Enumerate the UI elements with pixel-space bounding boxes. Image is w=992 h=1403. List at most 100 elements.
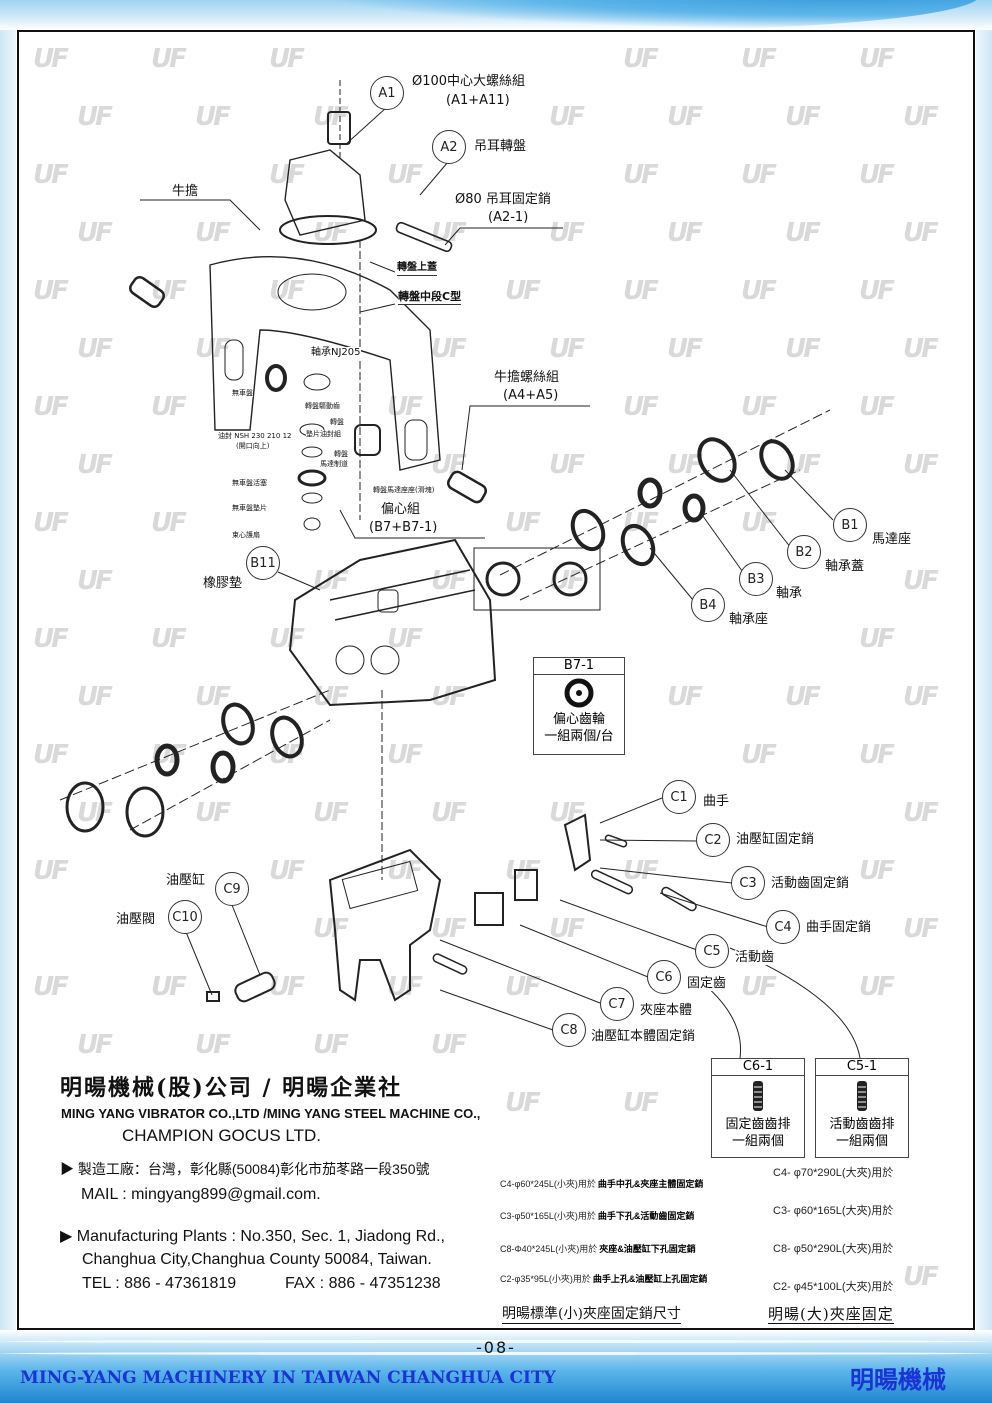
pin-small-use: 曲手下孔&活動齒固定銷 — [597, 1211, 695, 1221]
pin-small-spec: C8-Φ40*245L(小夾)用於 — [500, 1244, 598, 1254]
company-name-zh: 明暘機械(股)公司 / 明暘企業社 — [60, 1075, 403, 1101]
company-name-en-2: CHAMPION GOCUS LTD. — [122, 1126, 321, 1145]
label-small-4: 轉盤 — [330, 418, 344, 426]
uf-watermark: UF — [903, 102, 939, 132]
label-a2-1: Ø80 吊耳固定銷 — [455, 192, 551, 207]
label-eccentric-group: 偏心組 — [381, 502, 421, 517]
pin-small-use: 曲手中孔&夾座主體固定銷 — [597, 1179, 704, 1189]
c3-pin — [590, 869, 634, 895]
label-b4: 軸承座 — [729, 612, 769, 627]
uf-watermark: UF — [505, 1088, 541, 1118]
c7-clamp-body — [328, 848, 442, 1002]
leader-c3 — [599, 867, 733, 884]
uf-watermark: UF — [623, 276, 659, 306]
callout-c3: C3 — [731, 866, 765, 900]
uf-watermark: UF — [33, 856, 69, 886]
callout-b3: B3 — [739, 562, 773, 596]
uf-watermark: UF — [33, 160, 69, 190]
lower-end-cap-2 — [125, 786, 165, 838]
c4-pin — [661, 886, 697, 912]
uf-watermark: UF — [623, 44, 659, 74]
part-ring — [301, 446, 323, 458]
uf-watermark: UF — [77, 450, 113, 480]
part-collar — [303, 517, 321, 531]
uf-watermark: UF — [623, 508, 659, 538]
uf-watermark: UF — [903, 566, 939, 596]
label-small-2: 油封 NSH 230 210 12 — [218, 432, 292, 440]
callout-c4: C4 — [766, 910, 800, 944]
gearbox-hole-2 — [370, 645, 400, 675]
callout-c1: C1 — [662, 780, 696, 814]
a2-lifting-lug — [284, 149, 366, 236]
leader-c6-1 — [704, 984, 742, 1059]
pin-small-row: C2-φ35*95L(小夾)用於曲手上孔&油壓缸上孔固定銷 — [500, 1273, 707, 1285]
callout-c2: C2 — [696, 823, 730, 857]
leader-b1 — [784, 469, 834, 521]
detail-box-c6-1: C6-1 固定齒齒排 一組兩個 — [711, 1058, 805, 1158]
uf-watermark: UF — [77, 682, 113, 712]
uf-watermark: UF — [505, 508, 541, 538]
part-shim — [301, 492, 323, 504]
detail-box-c5-1-line2: 一組兩個 — [835, 1134, 888, 1149]
detail-box-c5-1: C5-1 活動齒齒排 一組兩個 — [815, 1058, 909, 1158]
leader-yoke-bolt — [461, 405, 590, 471]
label-c2: 油壓缸固定銷 — [736, 832, 815, 847]
uf-watermark: UF — [77, 798, 113, 828]
uf-watermark: UF — [77, 218, 113, 248]
label-small-11: 束心護扇 — [232, 531, 260, 539]
left-margin-strip — [0, 30, 16, 1330]
callout-c10: C10 — [168, 900, 202, 934]
uf-watermark: UF — [269, 276, 305, 306]
uf-watermark: UF — [741, 44, 777, 74]
header-band — [0, 0, 992, 30]
watermark-layer: UF UF UF UF UF UF UF UF UF UF UF UF UF UF UF UF UF UF UF UF… — [19, 32, 973, 1328]
callout-a2: A2 — [432, 130, 466, 164]
callout-c6: C6 — [647, 960, 681, 994]
manufacturing-plants: ▶ Manufacturing Plants : No.350, Sec. 1,… — [60, 1228, 445, 1246]
callout-b1: B1 — [833, 508, 867, 542]
manufacturing-plants-text: Manufacturing Plants : No.350, Sec. 1, J… — [76, 1228, 445, 1245]
label-small-3: (開口向上) — [236, 442, 270, 450]
page-number: -08- — [476, 1338, 516, 1357]
uf-watermark: UF — [269, 624, 305, 654]
uf-watermark: UF — [785, 682, 821, 712]
leader-c5 — [559, 899, 698, 951]
detail-box-c5-1-header: C5-1 — [816, 1059, 908, 1076]
yoke-center-hole — [277, 273, 347, 311]
label-small-6: 轉盤 — [334, 450, 348, 458]
uf-watermark: UF — [269, 856, 305, 886]
footer-english-text: MING-YANG MACHINERY IN TAIWAN CHANGHUA C… — [20, 1368, 556, 1388]
leader-c10 — [185, 931, 213, 996]
gearbox-hole-1 — [335, 645, 365, 675]
b4-bearing-seat-a — [570, 508, 606, 552]
manufacturing-plants-2: Changhua City,Changhua County 50084, Tai… — [82, 1251, 432, 1268]
label-c1: 曲手 — [703, 794, 730, 809]
label-a1: Ø100中心大螺絲組 — [412, 74, 526, 89]
label-c9: 油壓缸 — [166, 873, 206, 888]
label-c3: 活動齒固定銷 — [771, 876, 850, 891]
label-b3: 軸承 — [776, 586, 803, 601]
leader-c6 — [519, 924, 649, 978]
detail-box-c6-1-line1: 固定齒齒排 — [725, 1117, 791, 1132]
uf-watermark: UF — [741, 740, 777, 770]
pin-large-row: C8- φ50*290L(大夾)用於 — [773, 1243, 894, 1255]
uf-watermark: UF — [859, 160, 895, 190]
uf-watermark: UF — [313, 914, 349, 944]
label-yoke: 牛擔 — [172, 184, 199, 199]
label-small-10: 無車盤墊片 — [232, 504, 267, 512]
c10-valve — [206, 991, 220, 1002]
axis-left-upper — [59, 689, 331, 801]
b-gearbox-body — [288, 538, 497, 707]
label-c10: 油壓閥 — [116, 912, 156, 927]
lower-bearing-seat-1 — [221, 702, 255, 746]
yoke-body — [209, 256, 441, 471]
eccentric-group-box — [473, 547, 601, 611]
c1-crank — [563, 813, 592, 872]
yoke-right-bolt — [446, 470, 488, 504]
uf-watermark: UF — [549, 334, 585, 364]
uf-watermark: UF — [667, 102, 703, 132]
uf-watermark: UF — [903, 798, 939, 828]
part-motor — [354, 424, 381, 456]
uf-watermark: UF — [667, 450, 703, 480]
c7-top-plate — [341, 860, 419, 910]
